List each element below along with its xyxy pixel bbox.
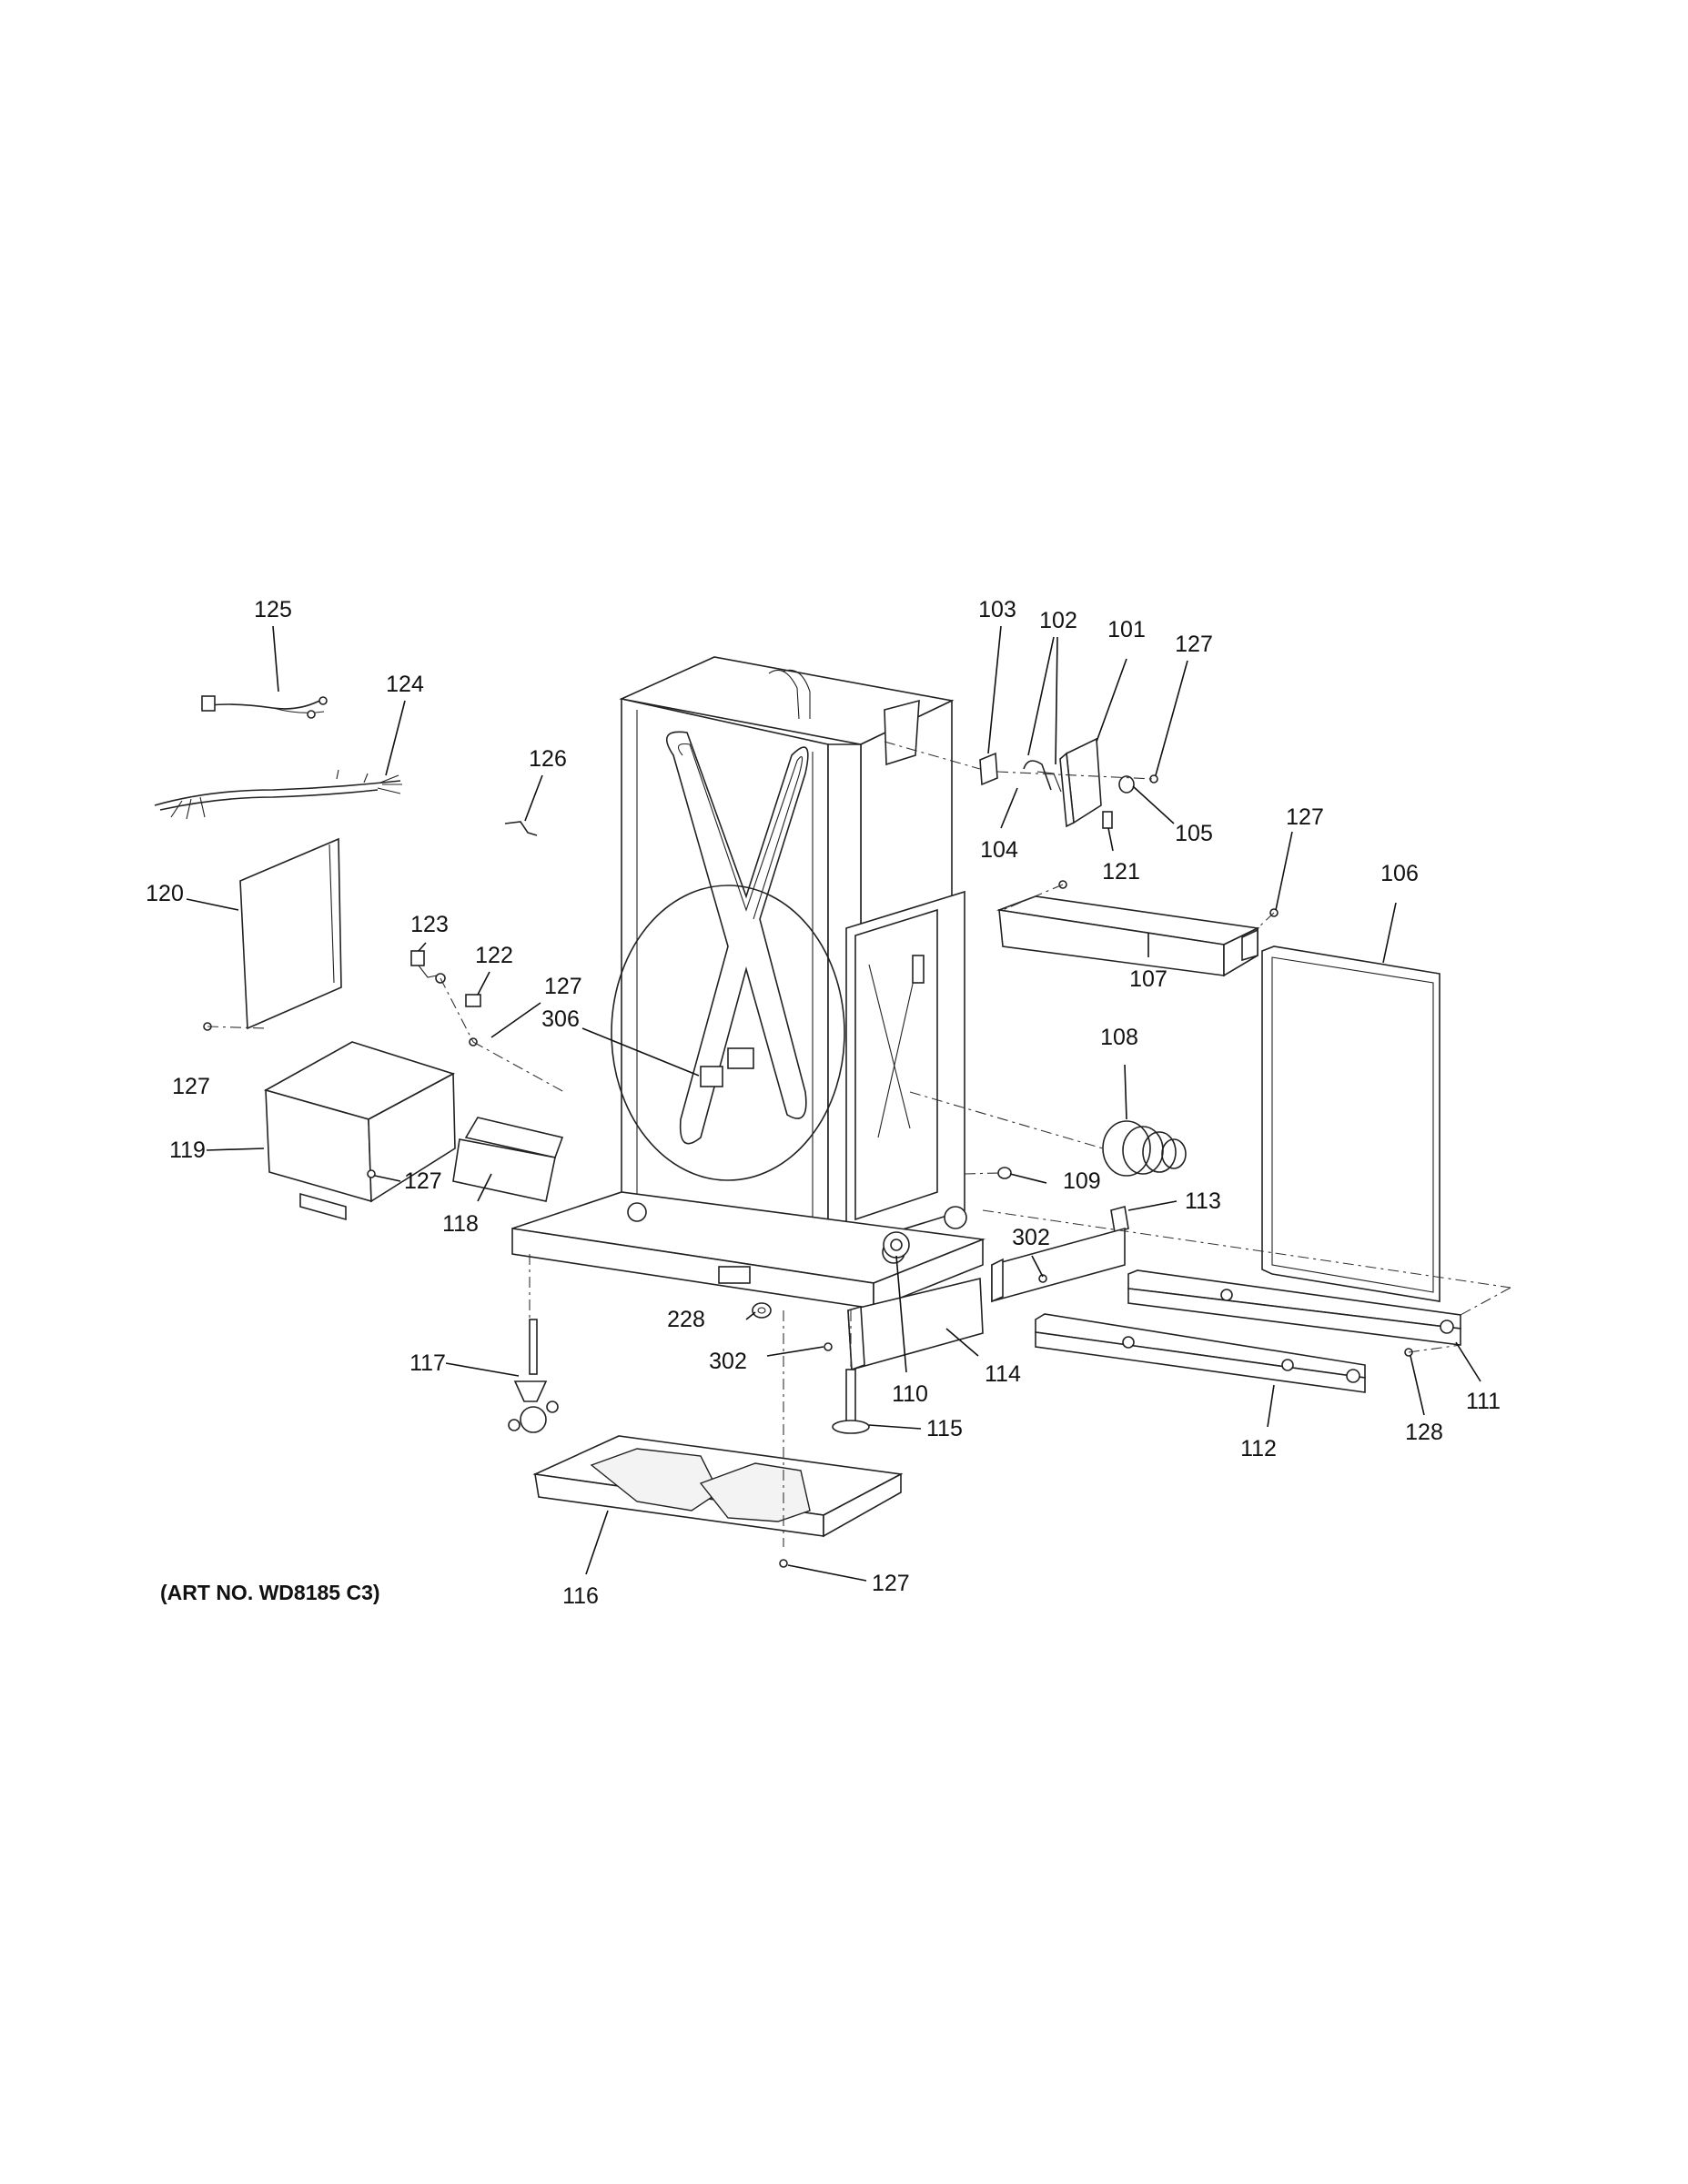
callout-110: 110 xyxy=(892,1381,928,1407)
rail-part-112 xyxy=(1035,1313,1366,1393)
back-panel-part-106 xyxy=(1261,945,1440,1302)
callout-107: 107 xyxy=(1129,966,1167,992)
thermostat-part-123 xyxy=(410,950,446,984)
callout-228: 228 xyxy=(667,1307,705,1332)
valve-part-110 xyxy=(883,1231,910,1259)
callout-126: 126 xyxy=(529,746,567,772)
bracket-part-118 xyxy=(452,1117,564,1202)
panel-part-120 xyxy=(239,837,342,1030)
callout-302-upper: 302 xyxy=(1012,1225,1050,1250)
screws xyxy=(203,774,1413,1568)
callout-114: 114 xyxy=(985,1361,1021,1387)
callout-120: 120 xyxy=(146,881,184,906)
clip-part-126 xyxy=(504,821,538,836)
callout-111: 111 xyxy=(1466,1389,1501,1414)
part-121 xyxy=(1102,811,1113,829)
wires-part-102 xyxy=(1023,760,1062,793)
callout-127-duct: 127 xyxy=(1286,804,1324,830)
leveling-leg-part-115 xyxy=(832,1369,870,1434)
callout-115: 115 xyxy=(926,1416,963,1441)
front-right-panel xyxy=(845,890,967,1249)
callout-105: 105 xyxy=(1175,821,1213,846)
ring-part-105 xyxy=(1118,775,1135,794)
callout-112: 112 xyxy=(1240,1436,1277,1461)
cabinet-frame xyxy=(611,656,955,1276)
grommet-part-228 xyxy=(752,1302,772,1319)
callout-122: 122 xyxy=(475,943,513,968)
bracket-part-113 xyxy=(991,1206,1129,1303)
callout-102: 102 xyxy=(1039,608,1077,633)
bracket-part-101 xyxy=(1059,737,1102,828)
callout-127-box: 127 xyxy=(404,1168,442,1194)
spring-part-108 xyxy=(1102,1120,1187,1177)
cabinet-base xyxy=(511,1191,986,1310)
callout-127-left: 127 xyxy=(172,1074,210,1099)
wire-harness-part-124 xyxy=(154,769,402,820)
callout-127-center: 127 xyxy=(544,974,582,999)
rail-part-111 xyxy=(1127,1269,1461,1346)
callout-118: 118 xyxy=(442,1211,479,1237)
callout-125: 125 xyxy=(254,597,292,622)
callout-109: 109 xyxy=(1063,1168,1101,1194)
callout-119: 119 xyxy=(169,1138,206,1163)
small-part-122 xyxy=(465,994,481,1007)
callout-labels: 101 102 103 104 105 106 107 108 109 110 … xyxy=(146,597,1501,1609)
duct-part-107 xyxy=(996,895,1260,977)
callout-128: 128 xyxy=(1405,1420,1443,1445)
box-part-119 xyxy=(263,1041,456,1221)
switch-part-103 xyxy=(979,752,998,786)
callout-306: 306 xyxy=(541,1006,580,1032)
callout-121: 121 xyxy=(1102,859,1140,885)
caster-part-117 xyxy=(508,1319,559,1433)
callout-106: 106 xyxy=(1380,861,1419,886)
power-cord-part-125 xyxy=(201,695,328,719)
callout-116: 116 xyxy=(562,1583,599,1609)
assembly-lines xyxy=(207,741,1511,1547)
base-pan-part-116 xyxy=(532,1435,904,1538)
callout-123: 123 xyxy=(410,912,449,937)
callout-117: 117 xyxy=(409,1350,446,1376)
callout-302-lower: 302 xyxy=(709,1349,747,1374)
leader-lines xyxy=(186,625,1481,1582)
callout-108: 108 xyxy=(1100,1025,1138,1050)
callout-124: 124 xyxy=(386,672,424,697)
callout-101: 101 xyxy=(1107,617,1146,642)
callout-104: 104 xyxy=(980,837,1018,863)
callout-127-bottom: 127 xyxy=(872,1571,910,1596)
nut-part-109 xyxy=(997,1167,1012,1179)
art-number-note: (ART NO. WD8185 C3) xyxy=(160,1581,380,1604)
callout-103: 103 xyxy=(978,597,1016,622)
callout-127-top-right: 127 xyxy=(1175,632,1213,657)
callout-113: 113 xyxy=(1185,1188,1221,1214)
